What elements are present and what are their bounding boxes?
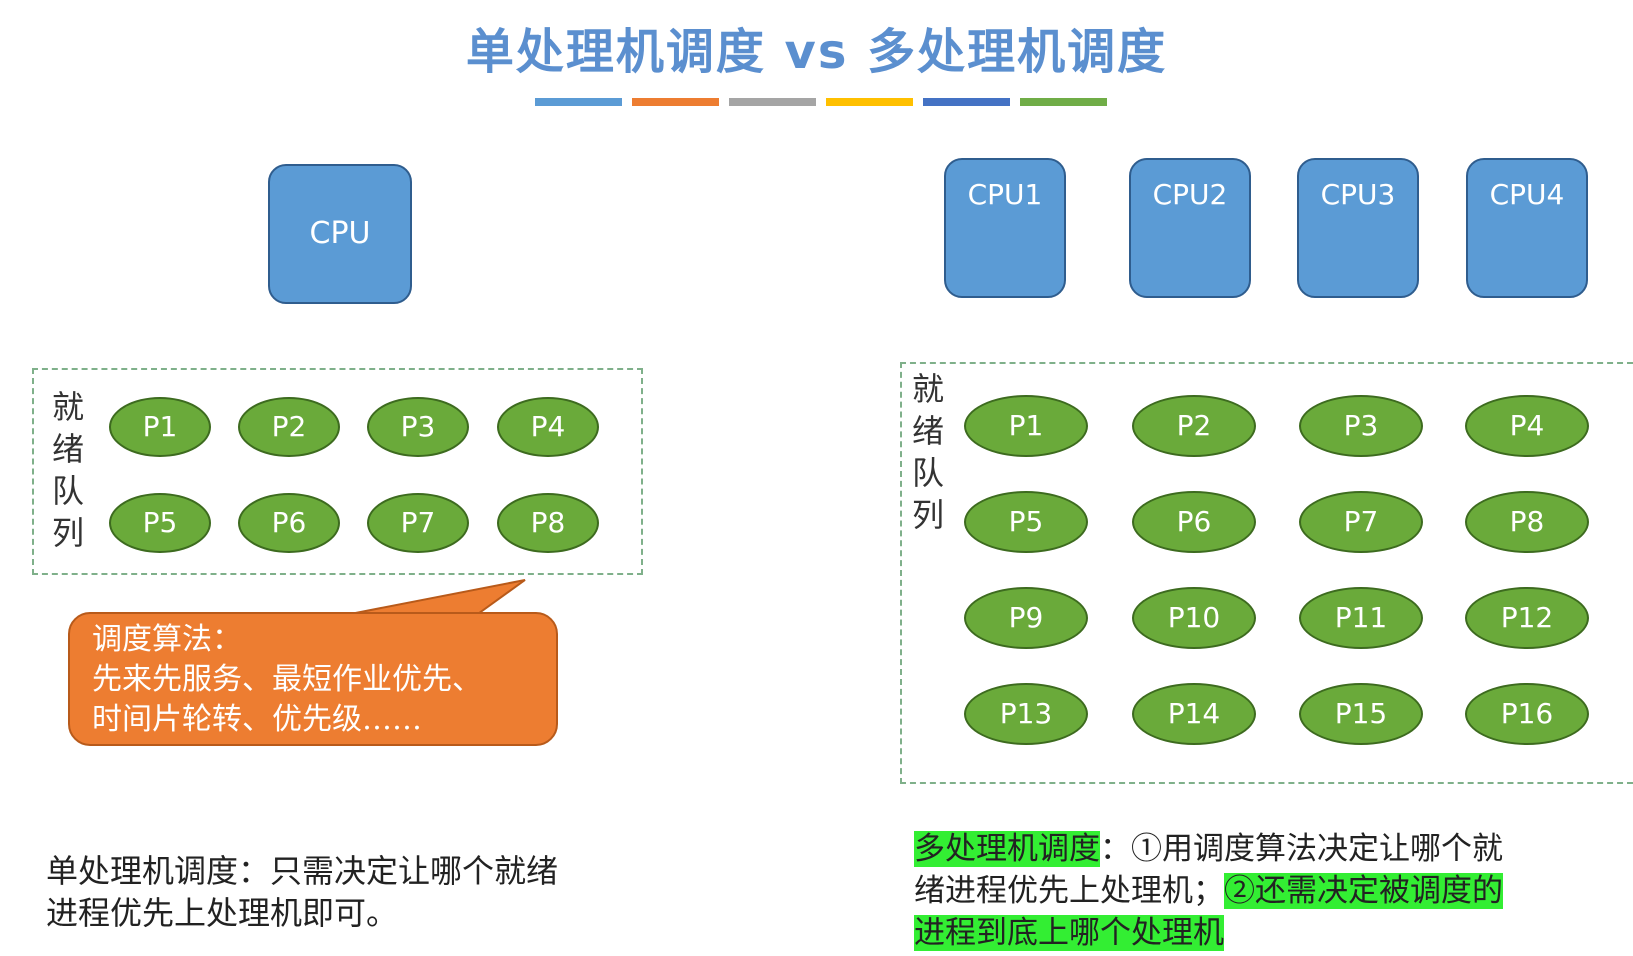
process-p12: P12 xyxy=(1465,587,1589,649)
queue-label-char: 队 xyxy=(911,454,944,492)
cpu2: CPU2 xyxy=(1129,158,1251,298)
single-note: 单处理机调度：只需决定让哪个就绪 进程优先上处理机即可。 xyxy=(46,850,558,934)
single-cpu: CPU xyxy=(268,164,412,304)
cpu1: CPU1 xyxy=(944,158,1066,298)
multi-note-line: 绪进程优先上处理机；②还需决定被调度的 xyxy=(914,870,1604,912)
single-ready-queue xyxy=(32,368,643,575)
process-p3: P3 xyxy=(367,397,469,457)
queue-label-char: 绪 xyxy=(911,412,944,450)
color-bar-gray xyxy=(729,98,816,106)
color-bar-orange xyxy=(632,98,719,106)
multi-note-part2a: ②还需决定被调度的 xyxy=(1224,873,1503,909)
process-p15: P15 xyxy=(1299,683,1423,745)
process-p10: P10 xyxy=(1132,587,1256,649)
process-p1: P1 xyxy=(964,395,1088,457)
callout-line: 先来先服务、最短作业优先、 xyxy=(92,662,482,697)
queue-label-char: 绪 xyxy=(51,430,84,468)
color-bar-green xyxy=(1020,98,1107,106)
process-p11: P11 xyxy=(1299,587,1423,649)
multi-queue-label: 就 绪 队 列 xyxy=(908,368,948,536)
process-p8: P8 xyxy=(497,493,599,553)
single-queue-label: 就 绪 队 列 xyxy=(48,386,88,554)
process-p5: P5 xyxy=(109,493,211,553)
process-p4: P4 xyxy=(1465,395,1589,457)
multi-note-line: 进程到底上哪个处理机 xyxy=(914,912,1604,954)
multi-note-part1a: ①用调度算法决定让哪个就 xyxy=(1131,831,1503,867)
queue-label-char: 列 xyxy=(911,496,944,534)
multi-note-colon: ： xyxy=(1100,831,1131,867)
process-p6: P6 xyxy=(1132,491,1256,553)
multi-note: 多处理机调度：①用调度算法决定让哪个就 绪进程优先上处理机；②还需决定被调度的 … xyxy=(914,828,1604,954)
queue-label-char: 就 xyxy=(51,388,84,426)
callout-heading: 调度算法： xyxy=(92,622,242,657)
color-bar-blue xyxy=(535,98,622,106)
multi-ready-queue xyxy=(900,362,1633,784)
process-p4: P4 xyxy=(497,397,599,457)
color-bar-darkblue xyxy=(923,98,1010,106)
cpu3: CPU3 xyxy=(1297,158,1419,298)
process-p14: P14 xyxy=(1132,683,1256,745)
process-p8: P8 xyxy=(1465,491,1589,553)
process-p2: P2 xyxy=(238,397,340,457)
multi-note-part1b: 绪进程优先上处理机； xyxy=(914,873,1224,909)
queue-label-char: 队 xyxy=(51,472,84,510)
page-title: 单处理机调度 vs 多处理机调度 xyxy=(465,24,1168,80)
process-p13: P13 xyxy=(964,683,1088,745)
multi-note-line: 多处理机调度：①用调度算法决定让哪个就 xyxy=(914,828,1604,870)
process-p2: P2 xyxy=(1132,395,1256,457)
queue-label-char: 列 xyxy=(51,514,84,552)
multi-note-part2b: 进程到底上哪个处理机 xyxy=(914,915,1224,951)
process-p16: P16 xyxy=(1465,683,1589,745)
process-p9: P9 xyxy=(964,587,1088,649)
process-p5: P5 xyxy=(964,491,1088,553)
single-note-line: 单处理机调度：只需决定让哪个就绪 xyxy=(46,852,559,890)
cpu4: CPU4 xyxy=(1466,158,1588,298)
process-p7: P7 xyxy=(367,493,469,553)
process-p3: P3 xyxy=(1299,395,1423,457)
callout-line: 时间片轮转、优先级…… xyxy=(92,702,422,737)
process-p7: P7 xyxy=(1299,491,1423,553)
multi-note-heading: 多处理机调度 xyxy=(914,831,1100,867)
color-bar-yellow xyxy=(826,98,913,106)
scheduling-algorithm-callout: 调度算法： 先来先服务、最短作业优先、 时间片轮转、优先级…… xyxy=(68,612,558,746)
process-p6: P6 xyxy=(238,493,340,553)
queue-label-char: 就 xyxy=(911,370,944,408)
single-note-line: 进程优先上处理机即可。 xyxy=(46,894,399,932)
process-p1: P1 xyxy=(109,397,211,457)
